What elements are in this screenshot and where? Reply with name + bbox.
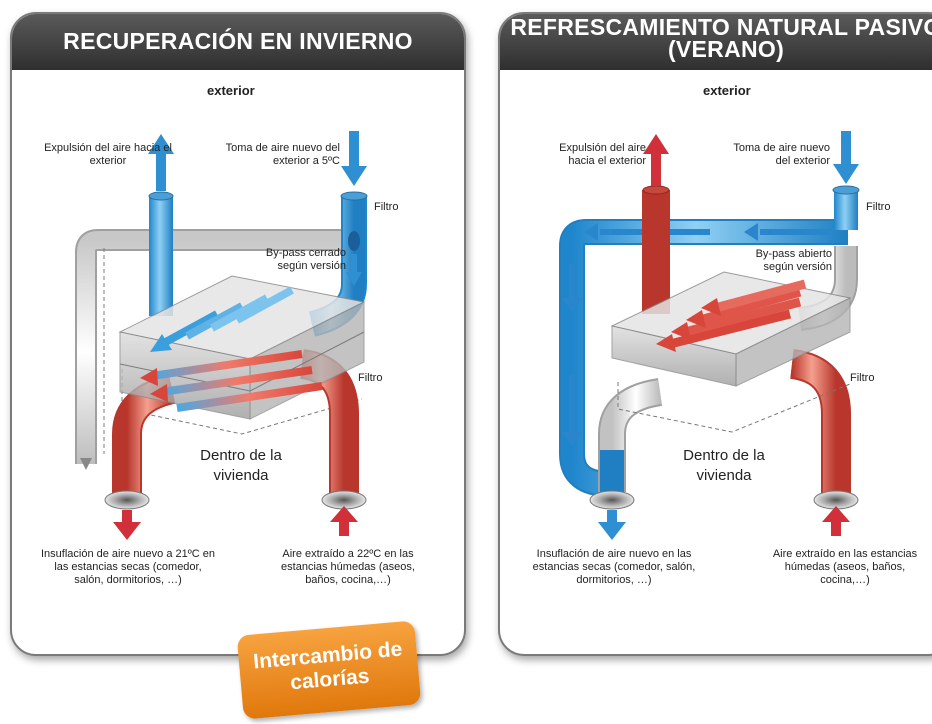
exhaust-arrow bbox=[643, 134, 669, 186]
supply-label: Insuflación de aire nuevo a 21ºC en las … bbox=[40, 548, 216, 586]
hot-flow-arrows bbox=[656, 279, 807, 352]
panel-header bbox=[12, 14, 464, 70]
supply-label: Insuflación de aire nuevo en las estanci… bbox=[532, 548, 696, 586]
supply-vent bbox=[104, 490, 150, 510]
exterior-label: exterior bbox=[703, 83, 751, 98]
extract-arrow bbox=[330, 506, 358, 536]
intake-arrow bbox=[341, 131, 367, 186]
filter-top-label: Filtro bbox=[374, 201, 399, 213]
winter-recovery-panel: RECUPERACIÓN EN INVIERNO bbox=[10, 12, 466, 656]
inactive-supply bbox=[600, 380, 663, 492]
bypass-label: By-pass abierto según versión bbox=[755, 248, 832, 273]
summer-cooling-panel: REFRESCAMIENTO NATURAL PASIVO (VERANO) bbox=[498, 12, 932, 656]
panel-title: RECUPERACIÓN EN INVIERNO bbox=[63, 28, 413, 54]
heat-exchange-badge: Intercambio de calorías bbox=[236, 620, 422, 720]
supply-arrow bbox=[113, 510, 141, 540]
extract-duct bbox=[789, 351, 849, 494]
badge-text: Intercambio de calorías bbox=[252, 637, 404, 695]
bypass-duct bbox=[561, 221, 848, 495]
bypass-label: By-pass cerrado según versión bbox=[265, 247, 346, 272]
panel-title: REFRESCAMIENTO NATURAL PASIVO (VERANO) bbox=[510, 14, 932, 62]
hot-flow-arrows bbox=[140, 350, 323, 412]
filter-mid-label: Filtro bbox=[850, 372, 875, 384]
bypass-down-arrow bbox=[346, 254, 362, 286]
summer-airflow-diagram bbox=[559, 131, 860, 540]
bypass-duct bbox=[77, 231, 347, 464]
exhaust-label: Expulsión del aire hacia el exterior bbox=[44, 142, 172, 167]
supply-arrow bbox=[598, 510, 626, 540]
intake-duct bbox=[834, 190, 858, 230]
exhaust-label: Expulsión del aire hacia el exterior bbox=[559, 142, 646, 167]
bypass-damper bbox=[348, 231, 360, 251]
inside-home-label: Dentro de la vivienda bbox=[200, 447, 282, 484]
filter-top-label: Filtro bbox=[866, 201, 891, 213]
intake-label: Toma de aire nuevo del exterior bbox=[733, 142, 830, 167]
extract-arrow bbox=[822, 506, 850, 536]
inside-home-label: Dentro de la vivienda bbox=[683, 447, 765, 484]
filter-mid-label: Filtro bbox=[358, 372, 383, 384]
exchanger-side bbox=[735, 297, 851, 387]
intake-arrow bbox=[833, 131, 859, 184]
extract-label: Aire extraído a 22ºC en las estancias hú… bbox=[281, 548, 415, 586]
bypass-return-arrow bbox=[80, 458, 92, 470]
exhaust-arrow bbox=[148, 134, 174, 191]
winter-airflow-diagram bbox=[75, 131, 368, 540]
supply-vent bbox=[589, 490, 635, 510]
extract-label: Aire extraído en las estancias húmedas (… bbox=[772, 548, 918, 586]
exterior-label: exterior bbox=[207, 83, 255, 98]
intake-label: Toma de aire nuevo del exterior a 5ºC bbox=[225, 142, 340, 167]
exhaust-duct bbox=[149, 196, 173, 316]
panel-header bbox=[500, 14, 932, 70]
cold-flow-arrows bbox=[150, 286, 294, 352]
